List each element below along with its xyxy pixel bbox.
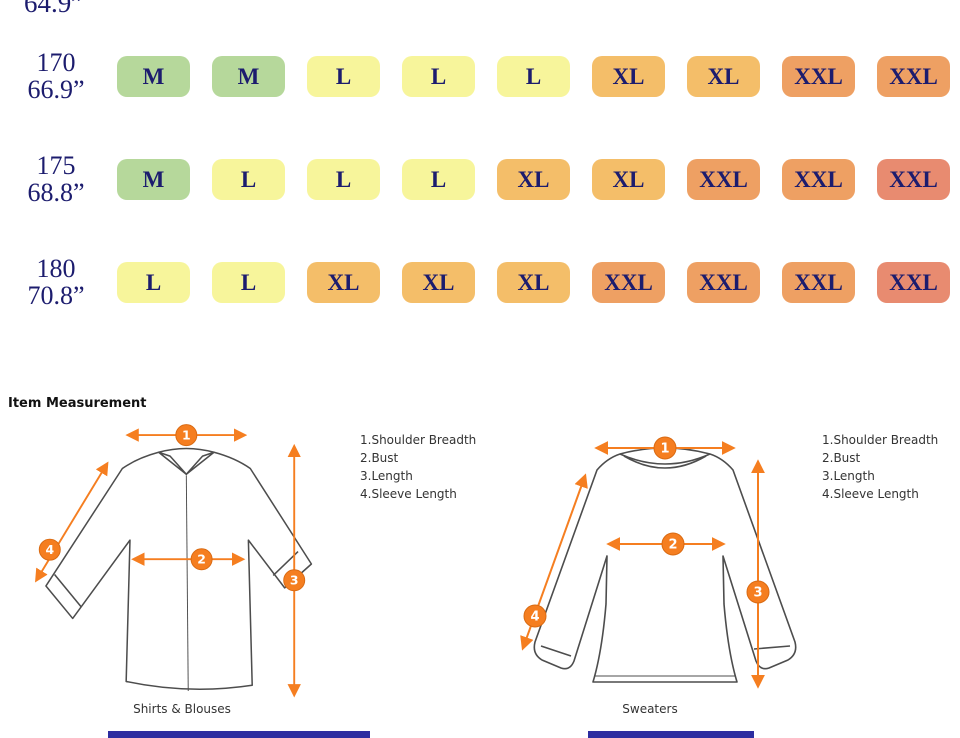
shirt-caption: Shirts & Blouses <box>133 702 231 716</box>
legend-sweater: 1.Shoulder Breadth 2.Bust 3.Length 4.Sle… <box>822 431 960 503</box>
size-cell: L <box>307 56 380 97</box>
legend-item: 3.Length <box>822 469 875 483</box>
sweater-marker-3: 3 <box>746 580 770 604</box>
size-cell: XXL <box>877 56 950 97</box>
legend-item: 1.Shoulder Breadth <box>360 433 477 447</box>
height-cm: 180 <box>36 254 76 283</box>
sweater-marker-2-num: 2 <box>668 538 677 553</box>
shirt-sleeve-line <box>35 461 109 583</box>
shirt-diagram-svg: 1 2 3 4 <box>35 424 313 698</box>
sweater-caption: Sweaters <box>622 702 678 716</box>
sweater-diagram-svg: 1 2 3 4 <box>520 436 797 689</box>
size-cell: XXL <box>782 159 855 200</box>
size-cell: XL <box>402 262 475 303</box>
size-cell: XL <box>497 262 570 303</box>
legend-item: 2.Bust <box>360 451 399 465</box>
sweater-marker-4: 4 <box>523 604 547 628</box>
size-cell: XXL <box>877 159 950 200</box>
shirt-marker-4: 4 <box>38 538 61 561</box>
size-cell: L <box>402 159 475 200</box>
shirt-marker-3: 3 <box>283 569 306 592</box>
shirt-marker-2: 2 <box>190 548 213 571</box>
shirt-marker-1: 1 <box>175 424 198 447</box>
size-cell: XXL <box>687 159 760 200</box>
cutoff-bottom-text-fragment <box>588 731 754 738</box>
height-cm: 170 <box>36 48 76 77</box>
size-cell: XXL <box>592 262 665 303</box>
cutoff-top-text: 64.9” <box>24 0 144 15</box>
size-cell: M <box>212 56 285 97</box>
sweater-outline <box>533 447 797 683</box>
cutoff-bottom-text-fragment <box>108 731 370 738</box>
size-cell: L <box>402 56 475 97</box>
height-cm: 175 <box>36 151 76 180</box>
legend-item: 4.Sleeve Length <box>360 487 457 501</box>
size-cell: XL <box>307 262 380 303</box>
size-cell: XL <box>592 56 665 97</box>
size-cell: L <box>117 262 190 303</box>
size-cell: M <box>117 56 190 97</box>
size-cell: XXL <box>687 262 760 303</box>
height-inches: 66.9” <box>27 74 85 104</box>
height-inches: 68.8” <box>27 177 85 207</box>
shirt-marker-3-num: 3 <box>290 573 299 588</box>
sweater-marker-4-num: 4 <box>530 610 539 625</box>
legend-item: 1.Shoulder Breadth <box>822 433 939 447</box>
item-measurement-heading: Item Measurement <box>8 396 147 411</box>
size-cell: XL <box>497 159 570 200</box>
cutoff-top-text-value: 64.9” <box>24 0 84 15</box>
shirt-marker-4-num: 4 <box>45 542 54 557</box>
legend-item: 2.Bust <box>822 451 861 465</box>
sweater-marker-2: 2 <box>661 532 685 556</box>
size-cell: XL <box>687 56 760 97</box>
legend-shirt: 1.Shoulder Breadth 2.Bust 3.Length 4.Sle… <box>360 431 520 503</box>
size-cell: L <box>497 56 570 97</box>
sweater-marker-3-num: 3 <box>753 586 762 601</box>
size-cell: XXL <box>782 56 855 97</box>
shirt-marker-1-num: 1 <box>182 427 191 442</box>
size-cell: M <box>117 159 190 200</box>
size-cell: L <box>212 159 285 200</box>
sweater-marker-1-num: 1 <box>660 442 669 457</box>
sweater-marker-1: 1 <box>653 436 677 460</box>
legend-item: 3.Length <box>360 469 413 483</box>
size-cell: XXL <box>877 262 950 303</box>
legend-item: 4.Sleeve Length <box>822 487 919 501</box>
shirt-outline <box>45 447 313 691</box>
size-cell: L <box>307 159 380 200</box>
shirt-marker-2-num: 2 <box>197 552 206 567</box>
size-cell: XL <box>592 159 665 200</box>
height-inches: 70.8” <box>27 280 85 310</box>
size-cell: XXL <box>782 262 855 303</box>
size-cell: L <box>212 262 285 303</box>
